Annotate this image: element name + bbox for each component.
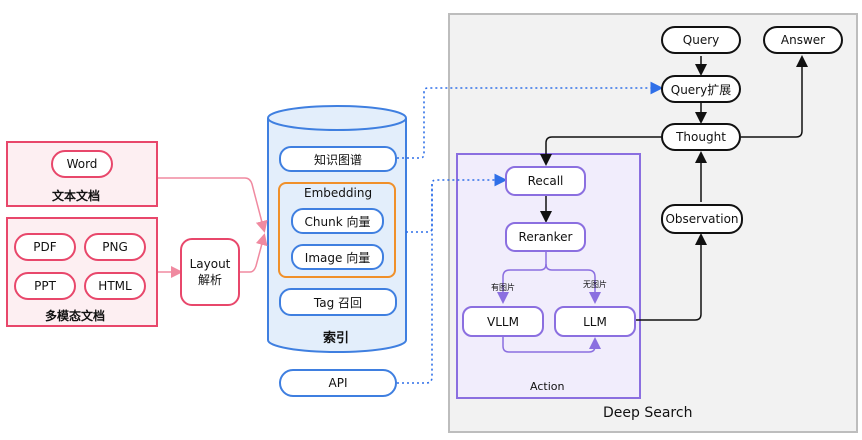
embedding-title: Embedding (304, 186, 373, 200)
knowledge-graph-node: 知识图谱 (279, 146, 397, 172)
index-title: 索引 (323, 331, 350, 346)
multimodal-docs-title: 多模态文档 (45, 309, 106, 323)
ppt-node: PPT (14, 272, 76, 300)
query-expand-node: Query扩展 (661, 75, 741, 103)
observation-node: Observation (661, 204, 743, 234)
without-image-label: 无图片 (583, 280, 607, 289)
llm-node: LLM (554, 306, 636, 337)
recall-node: Recall (505, 166, 586, 196)
with-image-label: 有图片 (491, 283, 515, 292)
layout-parse-line2: 解析 (197, 272, 222, 287)
thought-node: Thought (661, 123, 741, 151)
tag-recall-node: Tag 召回 (279, 288, 397, 316)
layout-parse-node: Layout 解析 (180, 238, 240, 306)
query-node: Query (661, 26, 741, 54)
pdf-node: PDF (14, 233, 76, 261)
html-node: HTML (84, 272, 146, 300)
answer-node: Answer (763, 26, 843, 54)
image-vector-node: Image 向量 (291, 244, 384, 270)
api-node: API (279, 369, 397, 397)
action-title: Action (530, 380, 565, 393)
chunk-vector-node: Chunk 向量 (291, 208, 384, 234)
vllm-node: VLLM (462, 306, 544, 337)
word-node: Word (51, 150, 113, 178)
deep-search-title: Deep Search (603, 405, 693, 421)
text-docs-title: 文本文档 (52, 189, 101, 203)
layout-parse-line1: Layout (189, 256, 231, 271)
png-node: PNG (84, 233, 146, 261)
reranker-node: Reranker (505, 222, 586, 252)
